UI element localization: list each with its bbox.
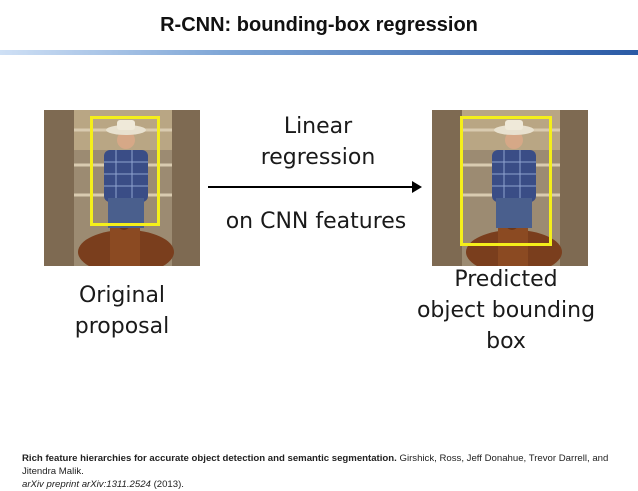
regression-label-line2: regression <box>260 145 376 170</box>
arrow-right-icon <box>412 181 422 193</box>
predicted-bounding-box <box>460 116 552 246</box>
regression-label-line1: Linear <box>283 114 353 139</box>
citation-year: (2013). <box>153 479 184 490</box>
cowboy-horse-image <box>432 110 588 266</box>
arrow-line <box>208 186 416 188</box>
original-caption-line2: proposal <box>74 314 170 339</box>
citation-title: Rich feature hierarchies for accurate ob… <box>22 453 397 464</box>
slide-title: R-CNN: bounding-box regression <box>160 14 478 36</box>
citation-authors: Girshick, Ross, Jeff Donahue, Trevor Dar… <box>22 453 609 477</box>
cowboy-horse-image <box>44 110 200 266</box>
predicted-caption-line2: object bounding <box>416 298 596 323</box>
features-label: on CNN features <box>225 209 407 234</box>
predicted-caption-line1: Predicted <box>454 267 558 292</box>
title-divider <box>0 50 638 55</box>
original-photo <box>44 110 200 266</box>
citation: Rich feature hierarchies for accurate ob… <box>22 452 632 491</box>
predicted-photo <box>432 110 588 266</box>
citation-venue: arXiv preprint arXiv:1311.2524 <box>22 479 151 490</box>
predicted-caption-line3: box <box>486 329 526 354</box>
original-caption-line1: Original <box>78 283 166 308</box>
predicted-caption: Predicted object bounding box <box>400 264 612 357</box>
original-caption: Original proposal <box>44 280 200 342</box>
regression-label: Linear regression <box>218 111 418 173</box>
proposal-bounding-box <box>90 116 160 226</box>
